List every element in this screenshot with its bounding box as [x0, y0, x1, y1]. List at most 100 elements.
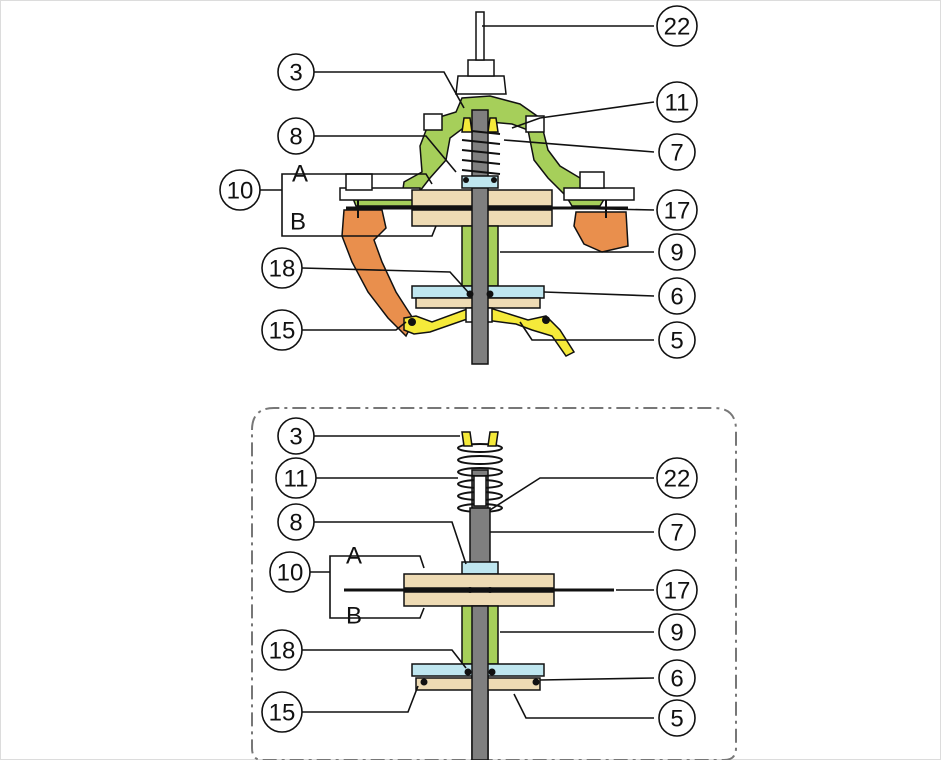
bottom-pad-a [403, 573, 555, 589]
callout-number: 18 [269, 638, 296, 665]
bottom-pad-b [403, 591, 555, 607]
bottom-upper-rod [469, 507, 491, 567]
top-spring [461, 129, 501, 175]
callout-circle [277, 503, 315, 541]
callout-number: 3 [289, 60, 302, 87]
callout-circle [277, 417, 315, 455]
cap-top [467, 59, 495, 77]
callout-number: 5 [670, 328, 683, 355]
bottom-callout-9: 9 [658, 613, 696, 651]
callout-number: 7 [670, 520, 683, 547]
callout-circle [275, 457, 317, 499]
bottom-rod-lower [471, 605, 489, 761]
top-letter-b: B [290, 209, 306, 236]
bottom-callout-6: 6 [658, 659, 696, 697]
callout-number: 9 [670, 620, 683, 647]
callout-circle [656, 81, 698, 123]
callout-number: 17 [664, 578, 691, 605]
callout-number: 10 [227, 178, 254, 205]
top-callout-11: 11 [656, 81, 698, 123]
callout-circle [261, 309, 303, 351]
callout-number: 22 [664, 466, 691, 493]
bottom-callout-11: 11 [275, 457, 317, 499]
bottom-callout-7: 7 [658, 513, 696, 551]
top-callout-15: 15 [261, 309, 303, 351]
bottom-callout-15: 15 [261, 691, 303, 733]
callout-number: 18 [269, 256, 296, 283]
bottom-callout-18: 18 [261, 629, 303, 671]
top-cap-nut [455, 75, 507, 95]
callout-circle [656, 457, 698, 499]
callout-circle [261, 629, 303, 671]
bottom-callout-5: 5 [658, 699, 696, 737]
callout-number: 17 [664, 198, 691, 225]
callout-number: 15 [269, 318, 296, 345]
top-leaders [260, 25, 655, 341]
callout-circle [658, 513, 696, 551]
callout-number: 15 [269, 700, 296, 727]
callout-number: 6 [670, 284, 683, 311]
top-callout-10: 10 [219, 169, 261, 211]
top-letter-a: A [292, 161, 308, 188]
right-flange [563, 187, 635, 201]
right-nut [579, 171, 605, 189]
bottom-callout-17: 17 [656, 569, 698, 611]
top-callout-9: 9 [658, 233, 696, 271]
top-clip [461, 117, 499, 133]
bottom-letter-a: A [346, 543, 362, 570]
yellow-plate [403, 307, 576, 357]
bottom-callout-3: 3 [277, 417, 315, 455]
callout-number: 11 [665, 90, 690, 117]
callout-number: 9 [670, 240, 683, 267]
spring-retainer [461, 175, 499, 189]
top-callout-18: 18 [261, 247, 303, 289]
callout-circle [658, 659, 696, 697]
top-thread-rod [475, 11, 485, 61]
top-rod [471, 109, 489, 365]
bottom-callout-8: 8 [277, 503, 315, 541]
bottom-assembly [344, 431, 614, 761]
top-callout-6: 6 [658, 277, 696, 315]
callout-circle [277, 117, 315, 155]
callout-circle [658, 277, 696, 315]
bottom-letter-b: B [346, 603, 362, 630]
callout-number: 3 [289, 424, 302, 451]
callout-circle [656, 569, 698, 611]
left-lug [423, 113, 443, 131]
callout-circle [219, 169, 261, 211]
callout-number: 8 [289, 510, 302, 537]
bottom-retainer [461, 561, 499, 575]
callout-circle [658, 699, 696, 737]
bottom-clip [461, 431, 499, 447]
callout-number: 8 [289, 124, 302, 151]
top-callout-7: 7 [658, 133, 696, 171]
callout-number: 10 [277, 560, 304, 587]
top-assembly [339, 11, 635, 365]
dashed-frame [251, 407, 737, 761]
callout-circle [658, 321, 696, 359]
callout-circle [658, 133, 696, 171]
bottom-thread [473, 475, 487, 507]
callout-number: 7 [670, 140, 683, 167]
callout-circle [277, 53, 315, 91]
callout-circle [656, 189, 698, 231]
callout-circle [269, 551, 311, 593]
callout-circle [658, 613, 696, 651]
callout-number: 11 [284, 466, 309, 493]
bottom-callout-22: 22 [656, 457, 698, 499]
callout-circle [658, 233, 696, 271]
callout-circle [656, 5, 698, 47]
right-lug [525, 115, 545, 133]
top-callout-17: 17 [656, 189, 698, 231]
callout-number: 6 [670, 666, 683, 693]
left-nut [345, 173, 373, 191]
top-callout-3: 3 [277, 53, 315, 91]
bottom-callout-10: 10 [269, 551, 311, 593]
callout-circle [261, 691, 303, 733]
top-callout-8: 8 [277, 117, 315, 155]
top-callout-5: 5 [658, 321, 696, 359]
bottom-leaders [302, 435, 655, 719]
